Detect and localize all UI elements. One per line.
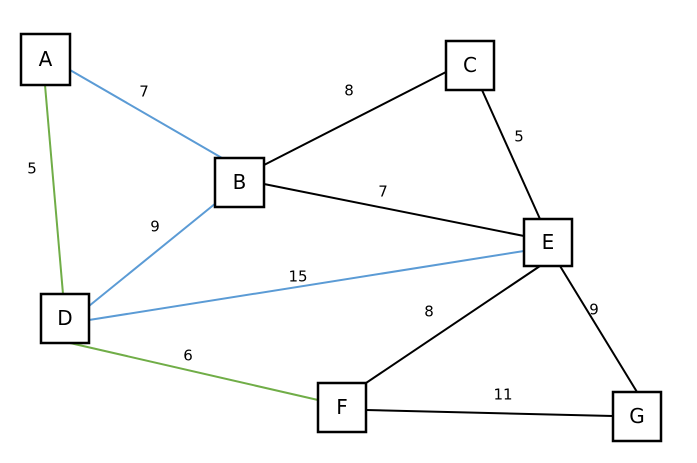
edge-weight-f-e: 8: [424, 303, 434, 321]
node-c[interactable]: C: [444, 39, 496, 92]
edge-f-e[interactable]: [365, 265, 541, 384]
node-b[interactable]: B: [213, 156, 266, 209]
edge-weight-a-b: 7: [139, 83, 149, 101]
edge-e-g[interactable]: [559, 265, 638, 393]
node-e[interactable]: E: [522, 217, 574, 268]
node-c-label: C: [463, 53, 477, 77]
edge-weight-c-e: 5: [514, 128, 524, 146]
edge-weight-f-g: 11: [493, 386, 512, 404]
edge-f-g[interactable]: [365, 409, 614, 417]
edges-layer: [44, 69, 638, 417]
node-e-box[interactable]: [522, 217, 574, 268]
edge-weight-b-e: 7: [378, 183, 388, 201]
nodes-layer: A B C D E F G: [19, 32, 663, 443]
node-d[interactable]: D: [39, 292, 91, 345]
edge-weight-d-b: 9: [150, 218, 160, 236]
node-b-label: B: [233, 170, 247, 194]
node-g-label: G: [629, 404, 645, 428]
node-f[interactable]: F: [316, 381, 368, 434]
node-c-box[interactable]: [444, 39, 496, 92]
edge-c-e[interactable]: [481, 89, 541, 220]
edge-weight-b-c: 8: [344, 82, 354, 100]
edge-labels-layer: 7 5 8 9 7 5 15 6 8 9 11: [27, 82, 599, 404]
edge-weight-d-f: 6: [183, 347, 193, 365]
node-b-box[interactable]: [213, 156, 266, 209]
edge-weight-d-e: 15: [288, 268, 307, 286]
edge-d-e[interactable]: [88, 250, 525, 321]
node-f-box[interactable]: [316, 381, 368, 434]
edge-weight-e-g: 9: [589, 301, 599, 319]
edge-d-f[interactable]: [69, 342, 319, 401]
edge-b-e[interactable]: [263, 183, 525, 237]
node-e-label: E: [542, 230, 555, 254]
node-a-box[interactable]: [19, 32, 72, 87]
edge-weight-a-d: 5: [27, 160, 37, 178]
edge-d-b[interactable]: [88, 202, 217, 307]
node-d-label: D: [57, 306, 72, 330]
edge-b-c[interactable]: [263, 71, 447, 166]
node-a[interactable]: A: [19, 32, 72, 87]
node-f-label: F: [336, 395, 348, 419]
node-g[interactable]: G: [611, 390, 663, 443]
node-a-label: A: [39, 47, 53, 71]
node-d-box[interactable]: [39, 292, 91, 345]
edge-a-b[interactable]: [69, 69, 223, 159]
node-g-box[interactable]: [611, 390, 663, 443]
edge-a-d[interactable]: [44, 84, 64, 295]
